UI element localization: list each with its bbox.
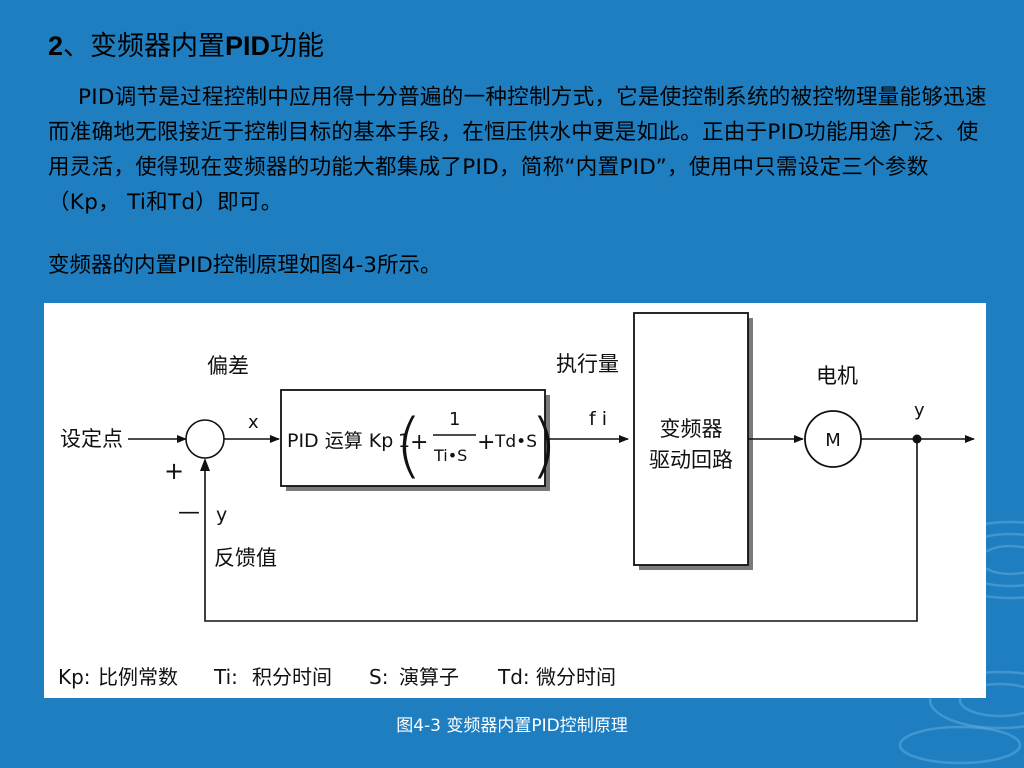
plus-term-2: + — [477, 430, 495, 455]
legend-kp-key: Kp: — [58, 665, 91, 689]
pid-box — [280, 389, 546, 487]
motor-label: 电机 — [816, 364, 858, 388]
legend-s-text: 演算子 — [399, 665, 459, 689]
fi-label: f i — [589, 408, 607, 430]
minus-sign: — — [178, 500, 200, 525]
left-paren: ( — [395, 404, 422, 486]
setpoint-label: 设定点 — [60, 427, 123, 451]
feedback-arrowhead — [200, 458, 210, 471]
one-term: 1 — [398, 430, 410, 452]
deviation-label: 偏差 — [207, 354, 249, 378]
legend-kp-text: 比例常数 — [98, 665, 178, 689]
plus-term-1: + — [410, 430, 428, 455]
legend-ti-key: Ti: — [213, 665, 238, 689]
output-y-label: y — [914, 400, 925, 421]
inverter-line1: 变频器 — [660, 417, 723, 441]
legend: Kp: 比例常数 Ti: 积分时间 S: 演算子 Td: 微分时间 — [58, 665, 616, 689]
pid-label: PID 运算 Kp — [287, 430, 393, 452]
pid-diagram-svg: 设定点 偏差 + — x PID 运算 Kp ( 1 + 1 Ti•S + Td… — [58, 312, 975, 689]
heading-tail: 功能 — [270, 31, 325, 62]
legend-td-text: 微分时间 — [536, 665, 616, 689]
fraction-numerator: 1 — [449, 409, 460, 430]
td-term: Td•S — [494, 432, 537, 452]
legend-ti-text: 积分时间 — [252, 665, 332, 689]
fraction-denominator: Ti•S — [433, 446, 467, 465]
x-label: x — [248, 412, 259, 433]
body-paragraph: PID调节是过程控制中应用得十分普遍的一种控制方式，它是使控制系统的被控物理量能… — [48, 85, 987, 215]
slide-heading: 2、变频器内置PID功能 — [48, 28, 324, 65]
legend-s-key: S: — [369, 665, 388, 689]
figure-intro: 变频器的内置PID控制原理如图4-3所示。 — [48, 253, 442, 278]
right-paren: ) — [530, 404, 557, 486]
inverter-line2: 驱动回路 — [649, 448, 733, 472]
plus-sign: + — [164, 457, 184, 485]
summing-junction — [185, 419, 225, 459]
figure-caption: 图4-3 变频器内置PID控制原理 — [396, 716, 628, 736]
heading-text: 、变频器内置 — [63, 31, 226, 62]
legend-td-key: Td: — [497, 665, 530, 689]
feedback-label: 反馈值 — [214, 546, 277, 570]
actuator-label: 执行量 — [556, 352, 619, 376]
heading-pid: PID — [225, 31, 271, 61]
motor-m: M — [825, 430, 841, 451]
pid-diagram: 设定点 偏差 + — x PID 运算 Kp ( 1 + 1 Ti•S + Td… — [44, 303, 986, 698]
feedback-y-label: y — [216, 504, 227, 526]
heading-number: 2 — [48, 31, 64, 61]
feedback-path — [204, 439, 918, 622]
